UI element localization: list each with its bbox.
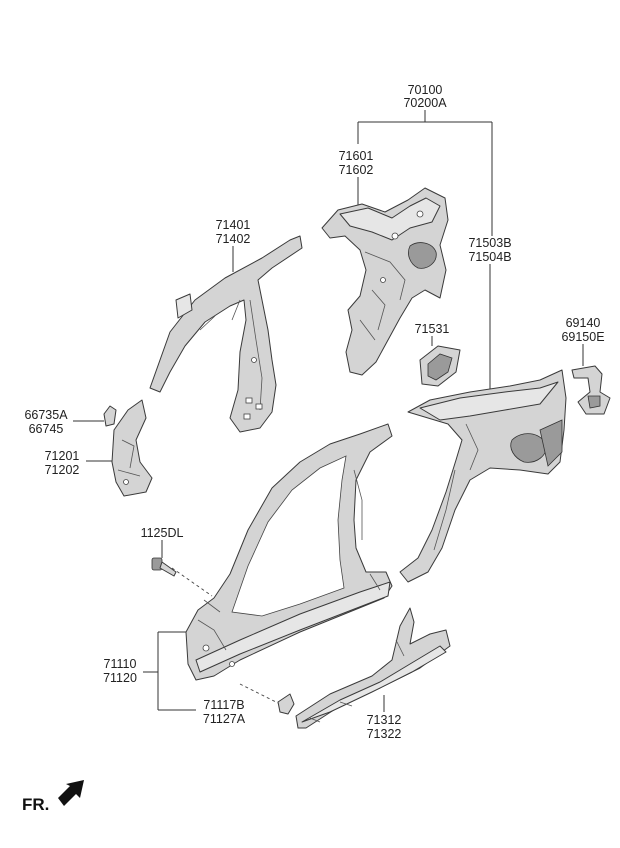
quarter-outer-panel: [399, 369, 567, 583]
label-side-outer-assy-2: 70200A: [403, 96, 447, 110]
front-direction-arrow: [58, 780, 84, 806]
label-quarter-inner-1: 71601: [339, 149, 374, 163]
label-fuel-filler: 71531: [415, 322, 450, 336]
label-front-pillar-2: 71202: [45, 463, 80, 477]
label-bracket-rear-2: 69150E: [561, 330, 604, 344]
rear-bracket: [571, 365, 611, 415]
part-labels: 70100 70200A 71601 71602 71401 71402 715…: [22, 83, 605, 814]
sill-reinforcement: [295, 607, 451, 729]
label-clip-1: 66735A: [24, 408, 68, 422]
label-sill-2: 71322: [367, 727, 402, 741]
label-roof-rail-1: 71401: [216, 218, 251, 232]
clip-part: [103, 405, 117, 427]
front-direction-label: FR.: [22, 795, 49, 814]
front-pillar-inner: [111, 399, 153, 497]
side-outer-panel: [185, 423, 393, 681]
label-side-outer-assy-1: 70100: [408, 83, 443, 97]
quarter-inner-panel: [321, 187, 449, 376]
label-quarter-inner-2: 71602: [339, 163, 374, 177]
small-reinforcement: [277, 693, 295, 715]
roof-rail-panel: [149, 235, 303, 433]
label-side-outer-2: 71120: [103, 671, 137, 685]
label-side-outer-1: 71110: [104, 657, 137, 671]
label-bolt: 1125DL: [141, 526, 184, 540]
label-reinforcement-1: 71117B: [203, 698, 244, 712]
label-quarter-outer-2: 71504B: [468, 250, 511, 264]
leader-lines: [73, 110, 584, 712]
label-roof-rail-2: 71402: [216, 232, 251, 246]
label-quarter-outer-1: 71503B: [468, 236, 511, 250]
label-clip-2: 66745: [29, 422, 64, 436]
fuel-filler-housing: [419, 345, 461, 387]
label-reinforcement-2: 71127A: [203, 712, 246, 726]
label-bracket-rear-1: 69140: [566, 316, 601, 330]
label-front-pillar-1: 71201: [45, 449, 80, 463]
label-sill-1: 71312: [367, 713, 402, 727]
bolt-part: [151, 557, 177, 577]
